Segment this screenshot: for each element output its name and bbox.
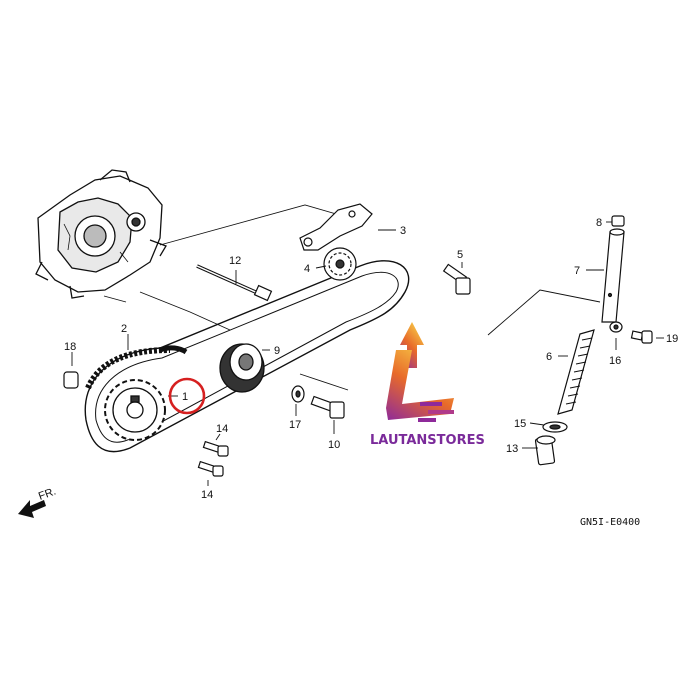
front-arrow-icon: FR. [18,485,58,518]
label-part-3: 3 [400,225,406,237]
label-part-5: 5 [457,249,463,261]
plug-part-13 [534,435,556,466]
label-part-4: 4 [304,263,310,275]
label-part-17: 17 [289,419,301,431]
cam-chain [84,260,410,453]
label-part-16: 16 [609,355,621,367]
bolt-part-10 [310,395,345,419]
label-part-14-upper: 14 [216,423,228,435]
cam-sprocket-part-4 [323,247,357,281]
label-part-9: 9 [274,345,280,357]
front-arrow-label: FR. [37,485,58,502]
washer-part-16 [609,321,623,333]
shaft-part-12 [196,264,273,302]
bolt-part-19 [630,330,653,344]
label-part-8: 8 [596,217,602,229]
diagram-code: GN5I-E0400 [580,517,640,528]
washer-part-17 [291,385,305,403]
label-part-14-lower: 14 [201,489,213,501]
push-rod-part-7 [601,228,625,323]
label-part-15: 15 [514,418,526,430]
label-part-18: 18 [64,341,76,353]
cap-part-8 [611,215,625,227]
gasket-part-15 [542,421,568,433]
label-part-13: 13 [506,443,518,455]
bolt-part-14-upper [202,440,229,457]
roller-part-9 [219,343,265,393]
dowel-part-18 [63,371,79,389]
label-part-2: 2 [121,323,127,335]
label-part-12: 12 [229,255,241,267]
bolt-part-5 [442,263,471,295]
spring-part-6 [557,329,595,415]
watermark-text: LAUTANSTORES [370,433,485,448]
label-part-10: 10 [328,439,340,451]
label-part-19: 19 [666,333,678,345]
label-part-6: 6 [546,351,552,363]
label-part-1: 1 [182,391,188,403]
crankcase-drawing [35,169,167,299]
reference-lines [103,204,601,391]
bolt-part-14-lower [197,460,224,477]
tensioner-arm-part-3 [299,203,373,251]
leader-lines [71,221,664,486]
lautanstores-watermark: LAUTANSTORES [370,322,485,448]
highlight-circle [168,377,206,415]
crank-sprocket-part-1 [104,379,166,441]
label-part-7: 7 [574,265,580,277]
